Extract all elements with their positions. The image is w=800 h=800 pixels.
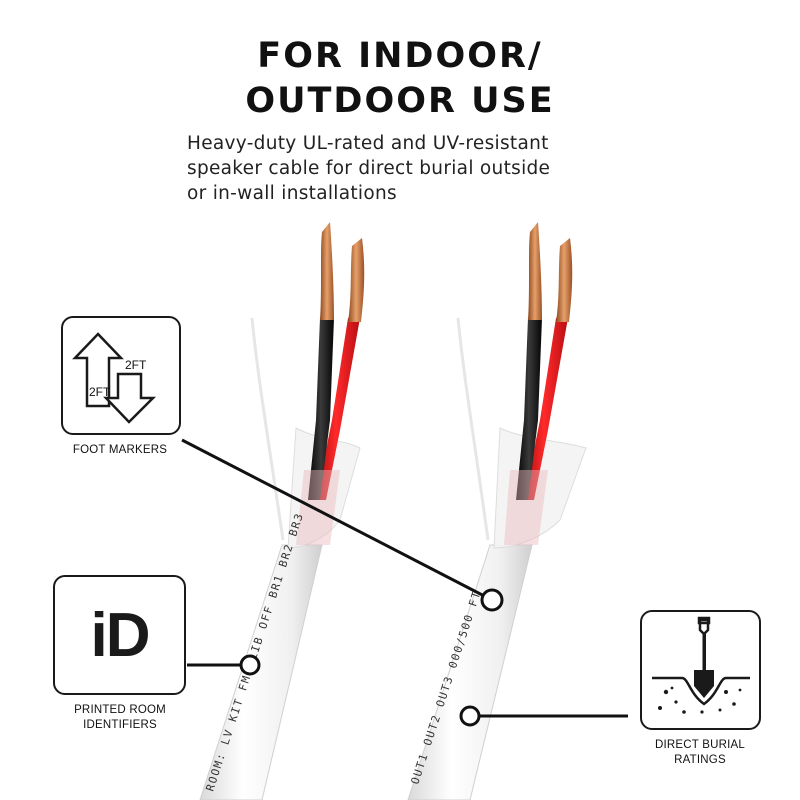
shovel-in-ground-icon <box>652 616 750 714</box>
direct-burial-caption: DIRECT BURIAL RATINGS <box>620 738 780 768</box>
room-identifiers-caption: PRINTED ROOM IDENTIFIERS <box>40 703 200 733</box>
left-red-wire <box>316 318 360 500</box>
callout-dot-direct-burial <box>459 705 481 727</box>
subheadline: Heavy-duty UL-rated and UV-resistant spe… <box>187 131 617 206</box>
right-copper-strand-black <box>528 222 542 320</box>
foot-marker-label-top: 2FT <box>125 358 147 372</box>
id-icon: iD <box>90 600 151 670</box>
headline-line-2: OUTDOOR USE <box>245 81 555 121</box>
right-black-wire <box>516 318 542 500</box>
subheadline-line-3: or in-wall installations <box>187 183 397 204</box>
callout-line-foot-markers <box>181 438 493 602</box>
right-red-wire <box>524 318 568 500</box>
right-cable: OUT1 OUT2 OUT3 000/500 FT <box>407 222 587 800</box>
left-cable-jacket <box>199 544 323 800</box>
up-down-arrows-icon <box>72 332 157 424</box>
subheadline-line-2: speaker cable for direct burial outside <box>187 158 551 179</box>
foot-markers-icon-box: 2FT 2FT <box>61 316 181 435</box>
foot-marker-label-bottom: 2FT <box>89 385 111 399</box>
callout-dot-room-identifiers <box>239 654 261 676</box>
direct-burial-caption-line-1: DIRECT BURIAL <box>655 739 745 751</box>
right-copper-strand-red <box>556 238 573 322</box>
headline: FOR INDOOR/ OUTDOOR USE <box>0 34 800 124</box>
right-cable-jacket <box>407 544 533 800</box>
left-copper-strand-black <box>320 222 334 320</box>
left-cable: ROOM: LV KIT FMR LIB OFF BR1 BR2 BR3 <box>199 222 365 800</box>
left-copper-strand-red <box>348 238 365 322</box>
room-identifiers-icon-box: iD <box>53 575 186 695</box>
direct-burial-icon-box <box>640 610 761 730</box>
left-black-wire <box>308 318 334 500</box>
direct-burial-caption-line-2: RATINGS <box>674 754 726 766</box>
subheadline-line-1: Heavy-duty UL-rated and UV-resistant <box>187 133 549 154</box>
room-identifiers-caption-line-2: IDENTIFIERS <box>83 719 157 731</box>
callout-dot-foot-markers <box>480 588 504 612</box>
room-identifiers-caption-line-1: PRINTED ROOM <box>74 704 166 716</box>
headline-line-1: FOR INDOOR/ <box>257 36 543 76</box>
foot-markers-caption: FOOT MARKERS <box>72 444 168 456</box>
callout-lines <box>181 438 628 727</box>
